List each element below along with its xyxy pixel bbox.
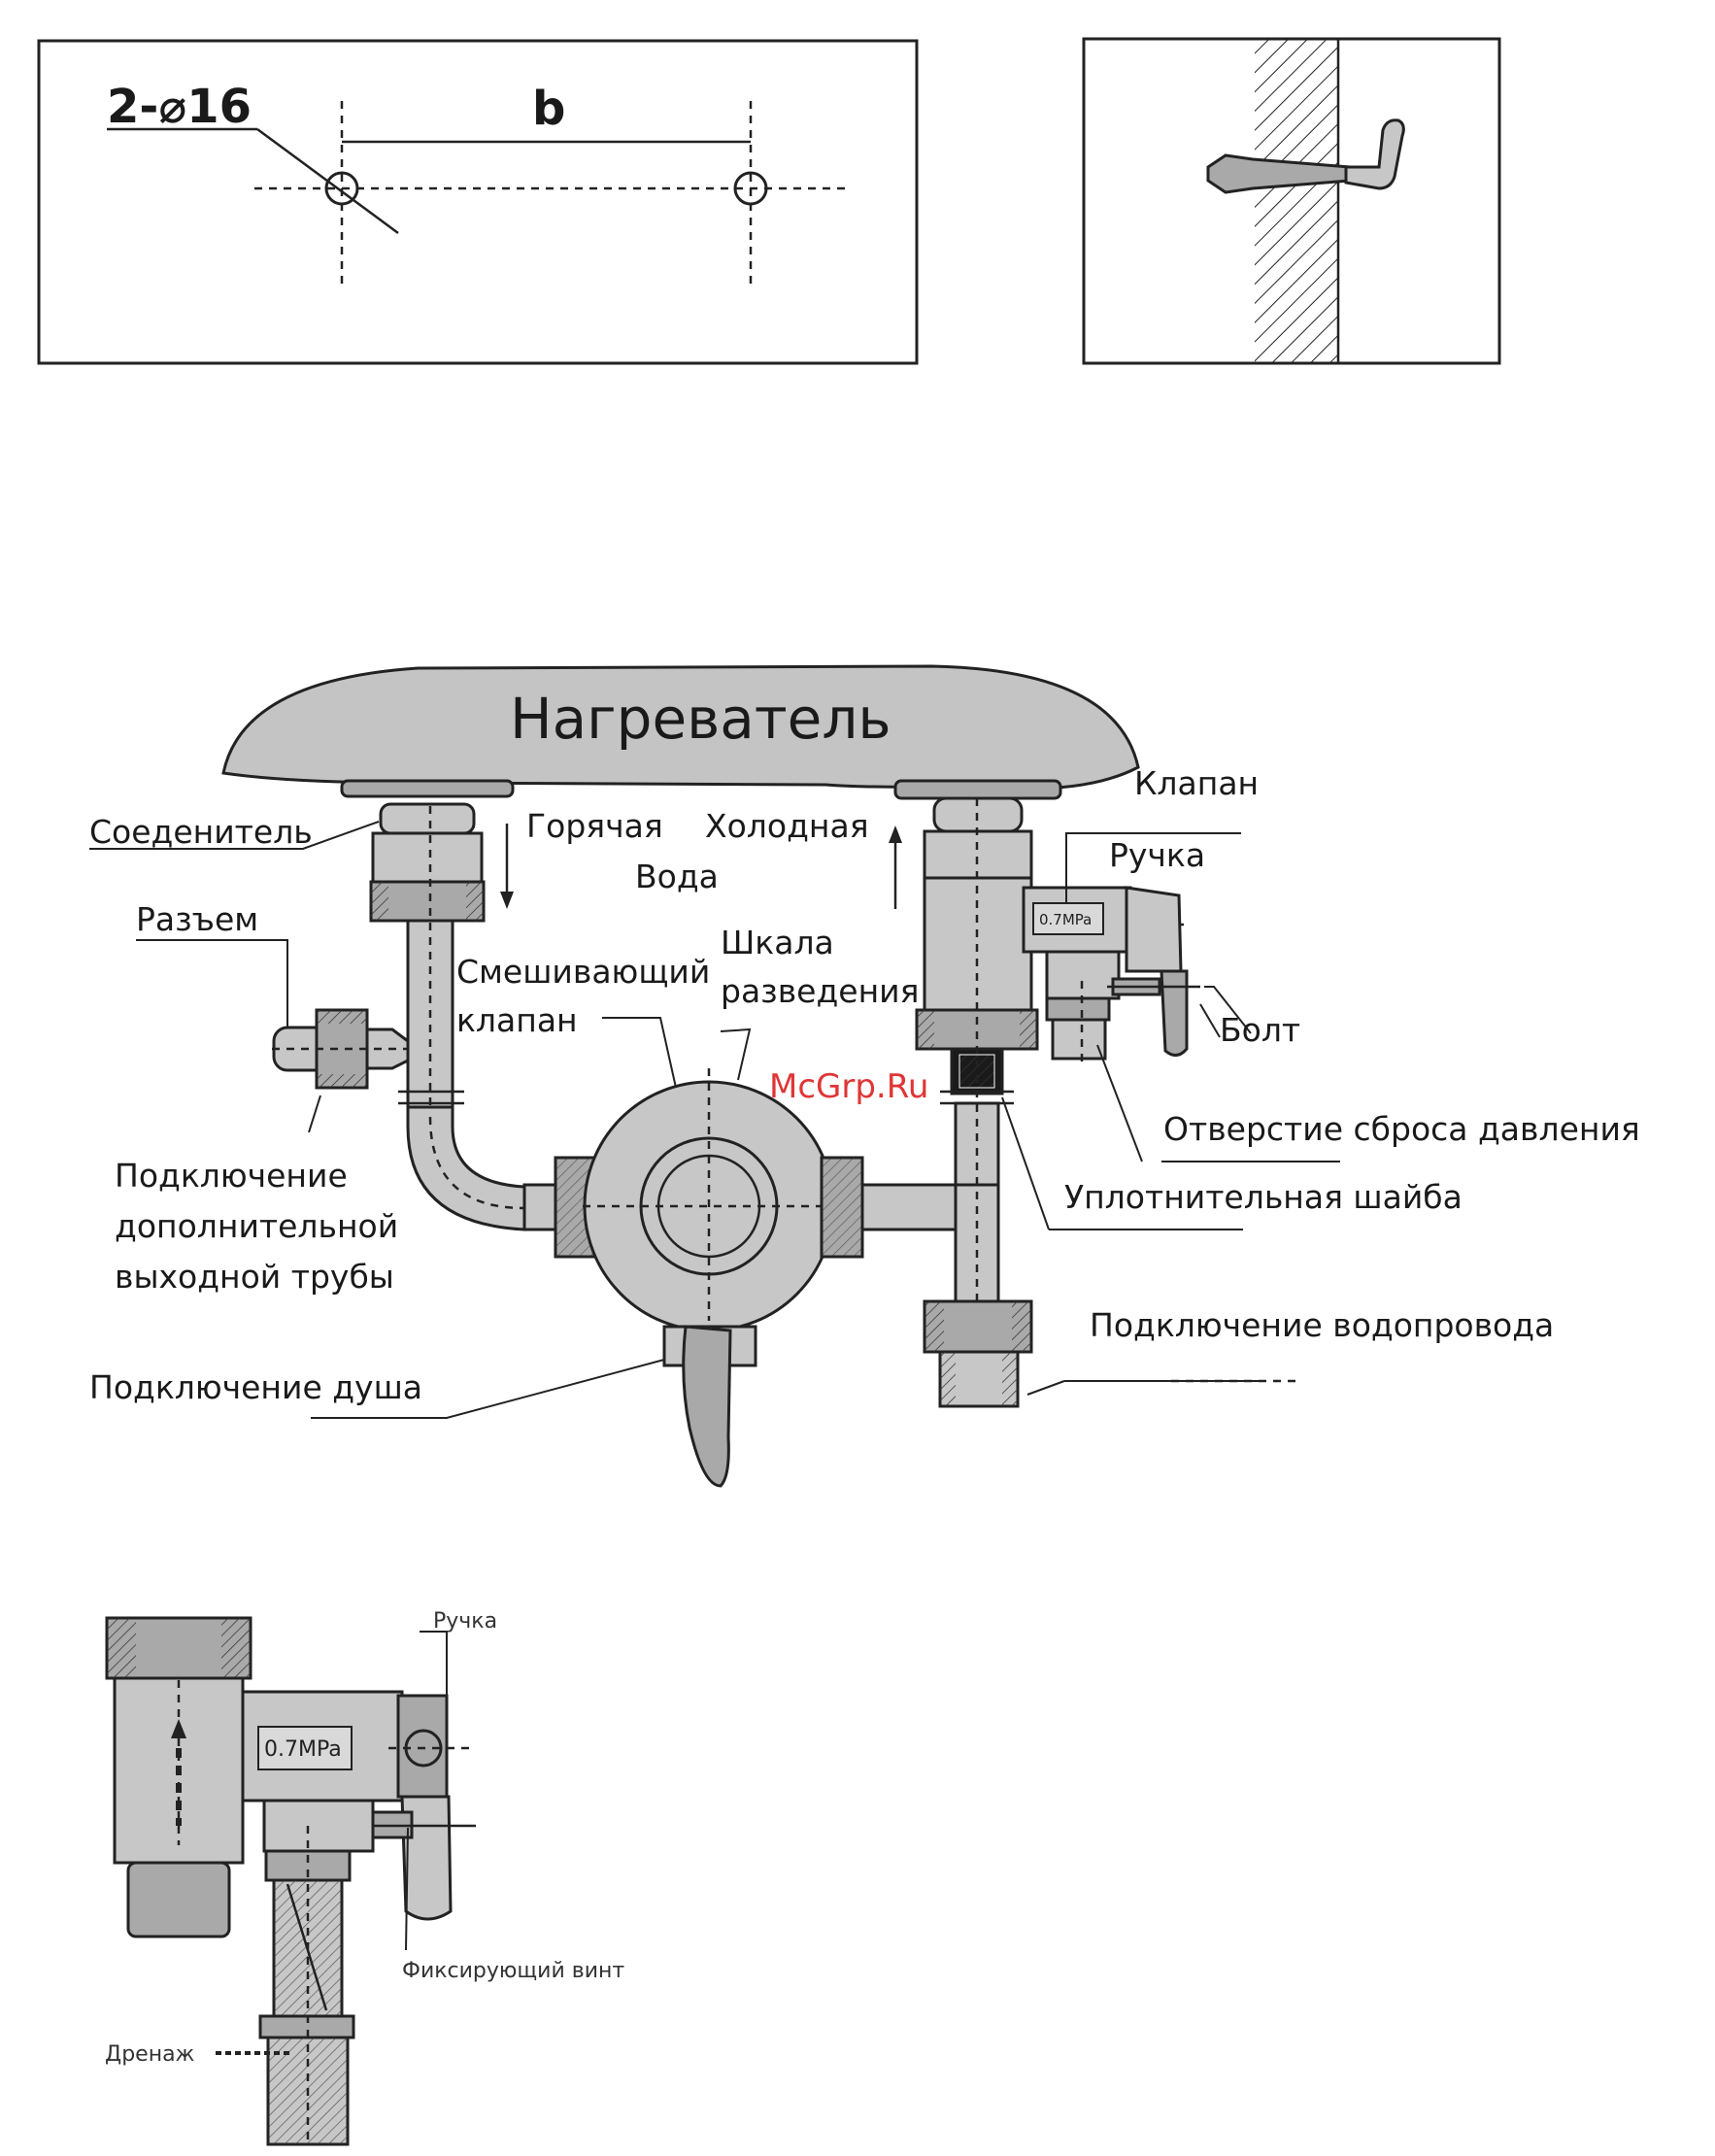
label-water: Вода	[635, 858, 719, 895]
safety-valve-detail: 0.7MPa Ручка Фиксирующий винт Дренаж	[105, 1609, 624, 2146]
cold-inlet-flange	[895, 781, 1060, 798]
label-extra-pipe-line2: дополнительной	[115, 1207, 398, 1245]
label-valve: Клапан	[1134, 764, 1259, 802]
label-seal-washer: Уплотнительная шайба	[1064, 1178, 1463, 1216]
supply-leader	[1027, 1381, 1064, 1395]
detail-label-fixing-screw: Фиксирующий винт	[402, 1959, 624, 1983]
label-extra-pipe-line3: выходной трубы	[115, 1258, 394, 1296]
label-relief-hole: Отверстие сброса давления	[1163, 1110, 1640, 1148]
label-extra-pipe-line1: Подключение	[115, 1157, 348, 1195]
hot-connector-body	[373, 833, 482, 884]
hot-outlet-flange	[342, 781, 513, 796]
mixing-lever	[684, 1327, 730, 1486]
label-bolt: Болт	[1220, 1011, 1300, 1049]
label-mixing-line1: Смешивающий	[456, 953, 710, 991]
left-mix-pipe	[524, 1185, 557, 1230]
label-plug: Разъем	[136, 900, 258, 938]
label-mixing-line2: клапан	[456, 1001, 578, 1039]
valve-handle-lever	[1161, 971, 1187, 1056]
label-scale-line1: Шкала	[721, 924, 834, 961]
wall-hook-figure	[1084, 39, 1499, 363]
detail-handle-leader	[420, 1632, 447, 1700]
detail-label-handle: Ручка	[433, 1609, 497, 1634]
label-connector: Соеденитель	[89, 813, 313, 851]
label-handle: Ручка	[1109, 836, 1205, 874]
hot-connector-nut	[381, 804, 474, 833]
cold-union-nut	[917, 1010, 1037, 1049]
hot-elbow	[408, 1107, 524, 1230]
heater-label: Нагреватель	[510, 686, 891, 752]
label-hot: Горячая	[526, 807, 663, 845]
relief-leader	[1097, 1045, 1142, 1162]
relief-elbow	[1047, 952, 1119, 998]
watermark: McGrp.Ru	[769, 1067, 928, 1106]
label-cold: Холодная	[705, 807, 869, 845]
relief-pipe	[1053, 1020, 1105, 1059]
hole-spacing-figure: 2-⌀16 b	[39, 41, 917, 363]
detail-label-drain: Дренаж	[105, 2042, 195, 2067]
detail-pressure-plate-label: 0.7MPa	[264, 1737, 342, 1762]
label-shower: Подключение душа	[89, 1368, 422, 1406]
cold-branch-pipe	[862, 1185, 959, 1230]
wall-hook	[1346, 120, 1403, 188]
hole-label-leader	[257, 129, 398, 233]
relief-pipe-nut	[1047, 998, 1109, 1020]
hole-diameter-label: 2-⌀16	[107, 80, 252, 134]
valve-handle-block	[1127, 888, 1181, 971]
cold-connector-body	[925, 831, 1031, 878]
label-scale-line2: разведения	[721, 972, 919, 1010]
detail-bottom-cap	[128, 1863, 229, 1937]
detail-elbow	[264, 1801, 373, 1851]
wall-hatch	[1255, 39, 1338, 363]
distance-label: b	[532, 82, 565, 136]
main-connection-diagram: Нагреватель	[89, 666, 1640, 1486]
plug-nipple	[367, 1029, 408, 1068]
pressure-plate-label: 0.7MPa	[1039, 911, 1092, 928]
label-water-supply: Подключение водопровода	[1090, 1306, 1554, 1344]
